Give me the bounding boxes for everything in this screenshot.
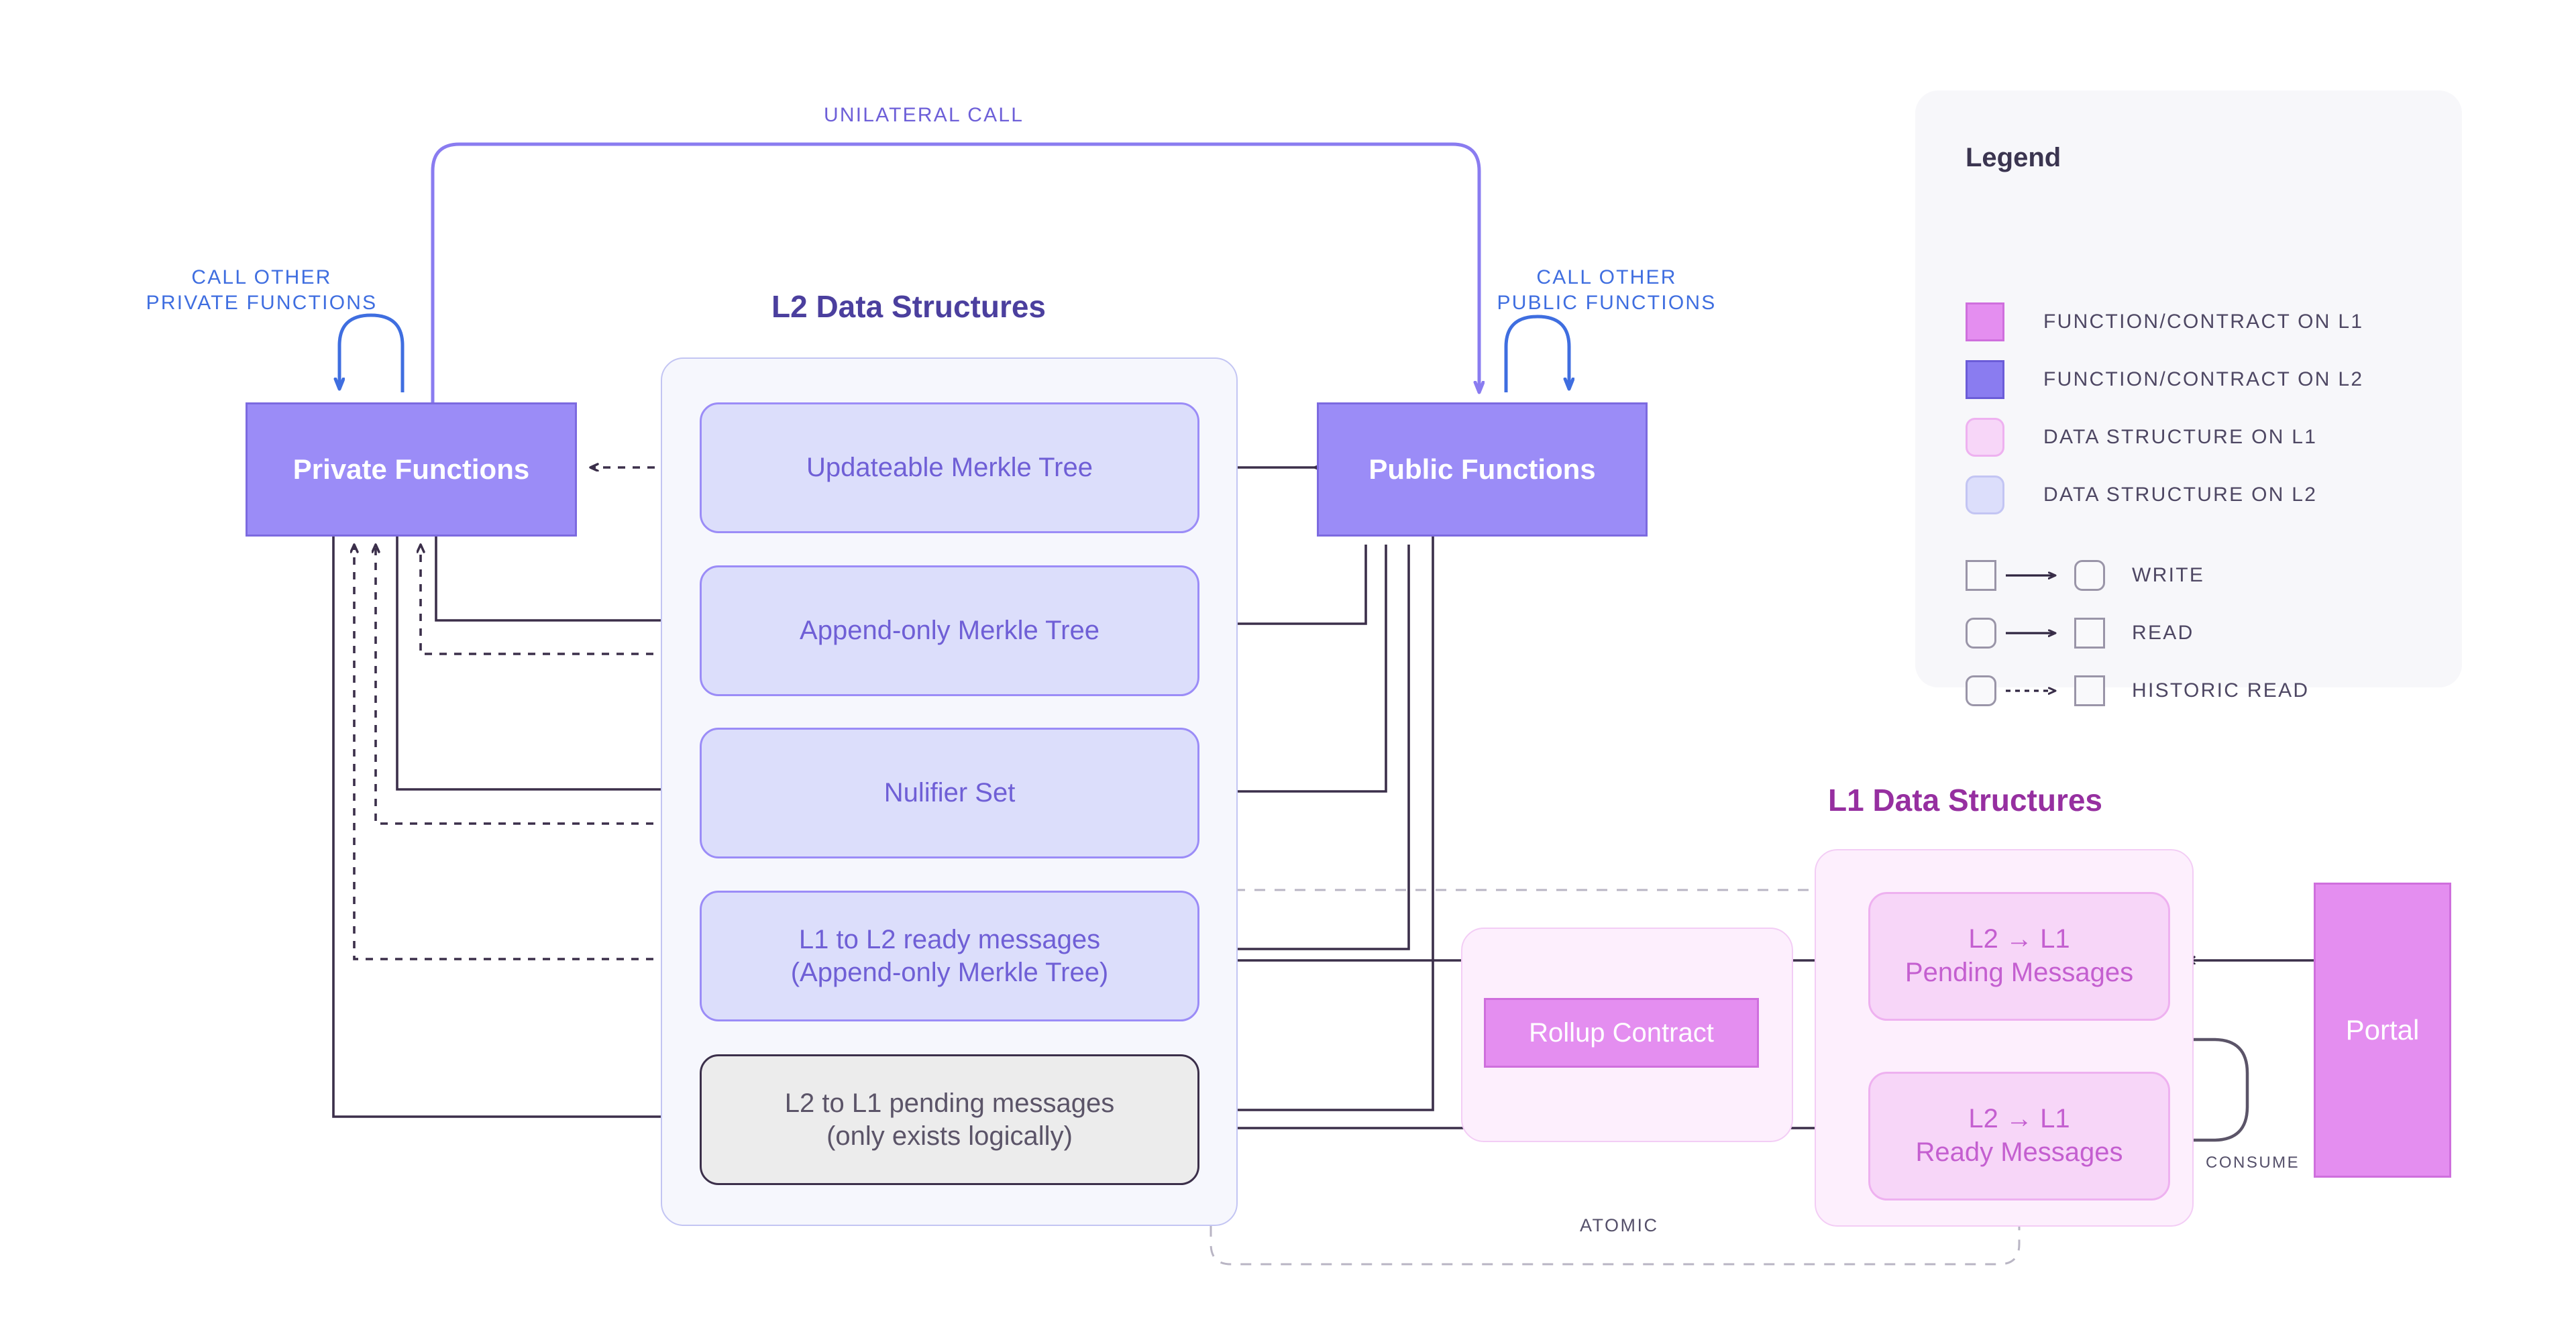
legend-row-function-contract-l1: FUNCTION/CONTRACT ON L1 bbox=[1966, 302, 2363, 341]
legend-label: DATA STRUCTURE ON L2 bbox=[2043, 484, 2318, 506]
data-structure-l2-to-l1-ready[interactable]: L2 → L1 Ready Messages bbox=[1868, 1072, 2170, 1201]
legend-target-box-read bbox=[2074, 618, 2105, 649]
data-structure-l2-to-l1-pending-messages[interactable]: L2 to L1 pending messages (only exists l… bbox=[700, 1054, 1199, 1185]
legend-row-historic-read: HISTORIC READ bbox=[1966, 675, 2309, 706]
ds-line-2: Pending Messages bbox=[1904, 958, 2134, 987]
legend-label: FUNCTION/CONTRACT ON L2 bbox=[2043, 368, 2364, 390]
label-line-2: PRIVATE FUNCTIONS bbox=[146, 292, 378, 315]
data-structure-nulifier-set[interactable]: Nulifier Set bbox=[700, 728, 1199, 858]
public-functions-box[interactable]: Public Functions bbox=[1317, 402, 1648, 537]
label-call-other-public-functions: CALL OTHER PUBLIC FUNCTIONS bbox=[1469, 265, 1744, 317]
label-atomic: ATOMIC bbox=[1580, 1215, 1659, 1235]
rollup-contract-box[interactable]: Rollup Contract bbox=[1484, 998, 1759, 1068]
data-structure-updateable-merkle-tree[interactable]: Updateable Merkle Tree bbox=[700, 402, 1199, 533]
data-structure-l2-to-l1-pending[interactable]: L2 → L1 Pending Messages bbox=[1868, 892, 2170, 1021]
legend-source-box-write bbox=[1966, 560, 1996, 591]
swatch-function-contract-l2 bbox=[1966, 360, 2004, 399]
label-line-2: PUBLIC FUNCTIONS bbox=[1497, 292, 1717, 315]
legend-title: Legend bbox=[1966, 143, 2061, 172]
legend-panel: Legend FUNCTION/CONTRACT ON L1 FUNCTION/… bbox=[1915, 91, 2462, 706]
ds-line-2: (only exists logically) bbox=[826, 1121, 1073, 1151]
ds-line-1: L2 → L1 bbox=[1968, 1104, 2070, 1134]
ds-line-1: L2 to L1 pending messages bbox=[784, 1088, 1115, 1118]
legend-arrow-read-icon bbox=[2006, 625, 2068, 641]
portal-box[interactable]: Portal bbox=[2314, 883, 2451, 1178]
ds-line-2: Ready Messages bbox=[1915, 1137, 2123, 1167]
legend-row-function-contract-l2: FUNCTION/CONTRACT ON L2 bbox=[1966, 360, 2363, 399]
ds-line-1: L2 → L1 bbox=[1968, 924, 2070, 954]
legend-label: DATA STRUCTURE ON L1 bbox=[2043, 426, 2318, 448]
legend-source-box-read bbox=[1966, 618, 1996, 649]
legend-row-read: READ bbox=[1966, 618, 2194, 649]
label-line-1: CALL OTHER bbox=[1536, 266, 1677, 288]
legend-source-box-historic-read bbox=[1966, 675, 1996, 706]
legend-target-box-historic-read bbox=[2074, 675, 2105, 706]
legend-label: READ bbox=[2132, 622, 2194, 644]
label-unilateral-call: UNILATERAL CALL bbox=[824, 104, 1024, 126]
l1-data-structures-title: L1 Data Structures bbox=[1828, 783, 2103, 818]
legend-target-box-write bbox=[2074, 560, 2105, 591]
ds-line-1: L1 to L2 ready messages bbox=[798, 924, 1101, 954]
l2-data-structures-title: L2 Data Structures bbox=[771, 289, 1046, 324]
legend-row-data-structure-l1: DATA STRUCTURE ON L1 bbox=[1966, 418, 2317, 457]
swatch-data-structure-l1 bbox=[1966, 418, 2004, 457]
label-consume: CONSUME bbox=[2206, 1154, 2300, 1172]
private-functions-box[interactable]: Private Functions bbox=[246, 402, 577, 537]
swatch-data-structure-l2 bbox=[1966, 476, 2004, 514]
legend-arrow-historic-read-icon bbox=[2006, 683, 2068, 699]
legend-arrow-write-icon bbox=[2006, 567, 2068, 583]
legend-row-write: WRITE bbox=[1966, 560, 2204, 591]
legend-label: FUNCTION/CONTRACT ON L1 bbox=[2043, 311, 2364, 333]
label-call-other-private-functions: CALL OTHER PRIVATE FUNCTIONS bbox=[124, 265, 399, 317]
legend-label: WRITE bbox=[2132, 564, 2205, 586]
data-structure-l1-to-l2-ready-messages[interactable]: L1 to L2 ready messages (Append-only Mer… bbox=[700, 891, 1199, 1021]
ds-line-2: (Append-only Merkle Tree) bbox=[790, 957, 1109, 987]
legend-row-data-structure-l2: DATA STRUCTURE ON L2 bbox=[1966, 476, 2317, 514]
swatch-function-contract-l1 bbox=[1966, 302, 2004, 341]
label-line-1: CALL OTHER bbox=[191, 266, 332, 288]
data-structure-append-only-merkle-tree[interactable]: Append-only Merkle Tree bbox=[700, 565, 1199, 696]
legend-label: HISTORIC READ bbox=[2132, 679, 2310, 702]
